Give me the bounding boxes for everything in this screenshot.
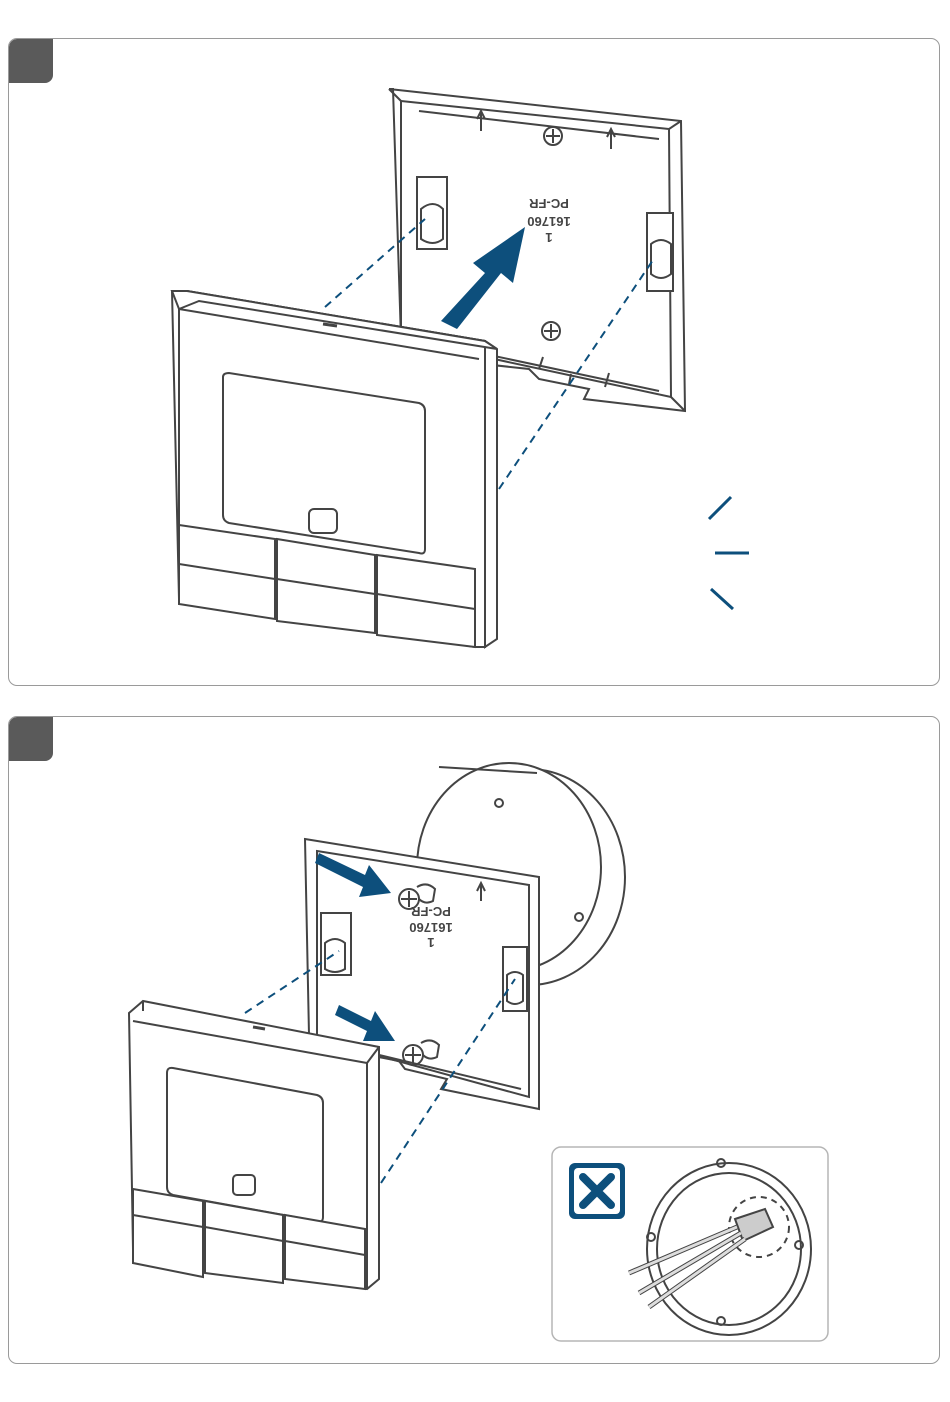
- engraving-line-1: PC-FR: [529, 196, 569, 211]
- wrong-example-inset: [552, 1147, 828, 1341]
- step-2-illustration: PC-FR 161760 1: [9, 717, 940, 1364]
- step-1-panel: PC-FR 161760 1: [8, 38, 940, 686]
- click-sound-icon: [709, 497, 749, 609]
- engraving-line-3: 1: [427, 935, 434, 950]
- device-front: [129, 1001, 379, 1289]
- step-1-illustration: PC-FR 161760 1: [9, 39, 940, 686]
- engraving-line-2: 161760: [409, 920, 452, 935]
- step-2-panel: PC-FR 161760 1: [8, 716, 940, 1364]
- device-front: [172, 291, 497, 647]
- cross-in-square-icon: [569, 1163, 625, 1219]
- engraving-line-3: 1: [545, 230, 552, 245]
- engraving-line-2: 161760: [527, 214, 570, 229]
- engraving-line-1: PC-FR: [411, 904, 451, 919]
